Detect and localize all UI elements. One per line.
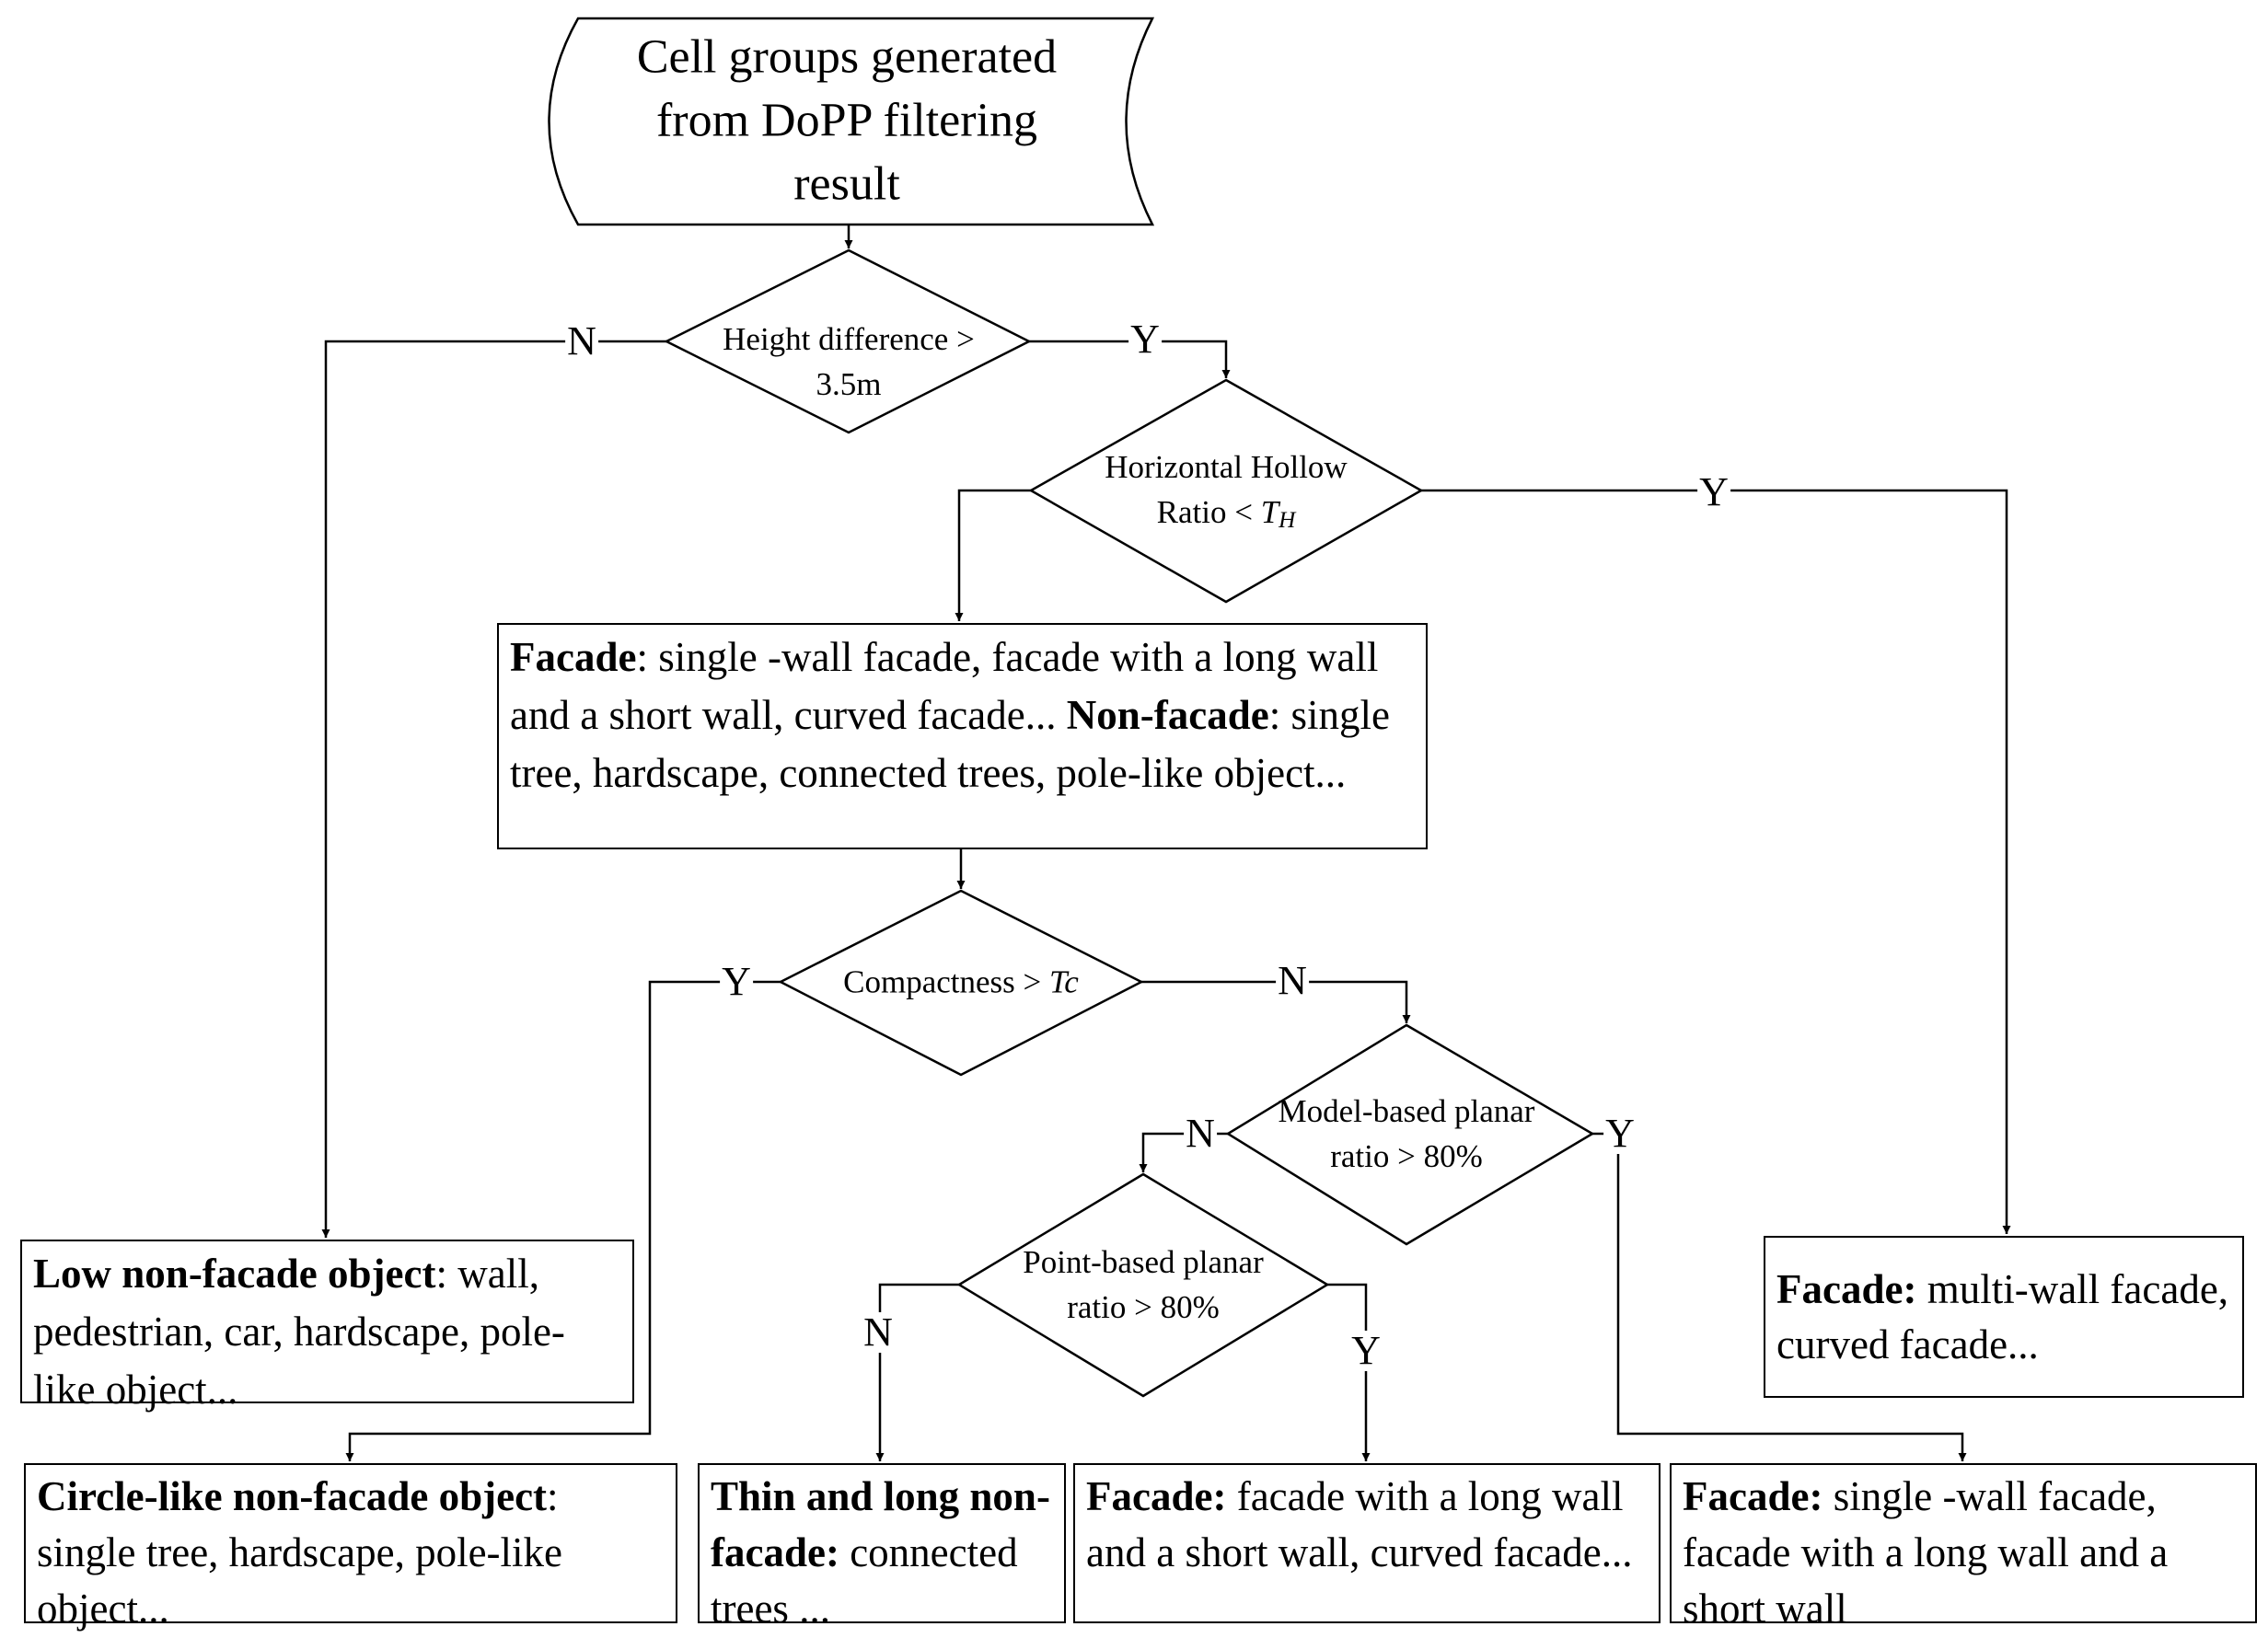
point-decision-shape: [956, 1172, 1330, 1398]
label-hollow-yes: Y: [1697, 469, 1730, 514]
height-decision-text: Height difference > 3.5m: [723, 321, 975, 402]
point-decision-text: Point-based planar ratio > 80%: [1023, 1244, 1264, 1325]
label-point-no: N: [862, 1309, 895, 1355]
multiwall-facade-box: Facade: multi-wall facade, curved facade…: [1764, 1236, 2244, 1398]
start-terminal-shape: [548, 17, 1155, 226]
hollow-decision-text: Horizontal Hollow Ratio < TH: [1105, 448, 1348, 533]
arrow-compact-no: [1141, 980, 1411, 1023]
hollow-decision-shape: [1028, 378, 1424, 604]
nonfacade-title: Non-facade: [1066, 692, 1269, 738]
compact-decision-shape: [778, 889, 1144, 1077]
label-model-yes: Y: [1603, 1111, 1637, 1156]
arrow-point-no: [875, 1283, 959, 1461]
start-terminal-text: Cell groups generated from DoPP filterin…: [636, 30, 1058, 211]
arrow-hollow-no: [955, 489, 1031, 621]
label-compact-no: N: [1276, 958, 1309, 1003]
arrow-height-yes: [1029, 340, 1231, 378]
model-decision-shape: [1225, 1023, 1595, 1246]
model-decision-text: Model-based planar ratio > 80%: [1278, 1093, 1535, 1174]
model-facade-box: Facade: single -wall facade, facade with…: [1670, 1463, 2257, 1632]
circle-nonfacade-box: Circle-like non-facade object: single tr…: [24, 1463, 677, 1632]
arrow-compact-yes: [345, 980, 781, 1461]
arrow-hollow-yes: [1421, 489, 2011, 1234]
label-model-no: N: [1184, 1111, 1217, 1156]
facade-title: Facade: [510, 634, 637, 680]
low-nonfacade-box: Low non-facade object: wall, pedestrian,…: [20, 1240, 634, 1413]
arrow-point-yes: [1327, 1283, 1371, 1461]
height-decision-shape: [664, 248, 1032, 434]
mid-classification-box: Facade: single -wall facade, facade with…: [497, 623, 1428, 849]
compact-decision-text: Compactness > Tc: [843, 963, 1079, 1000]
label-compact-yes: Y: [720, 959, 753, 1004]
label-height-yes: Y: [1128, 317, 1162, 362]
thin-long-nonfacade-box: Thin and long non-facade: connected tree…: [698, 1463, 1066, 1632]
label-point-yes: Y: [1349, 1328, 1383, 1373]
arrow-height-no: [321, 340, 666, 1238]
label-height-no: N: [565, 318, 598, 363]
point-facade-box: Facade: facade with a long wall and a sh…: [1073, 1463, 1660, 1623]
